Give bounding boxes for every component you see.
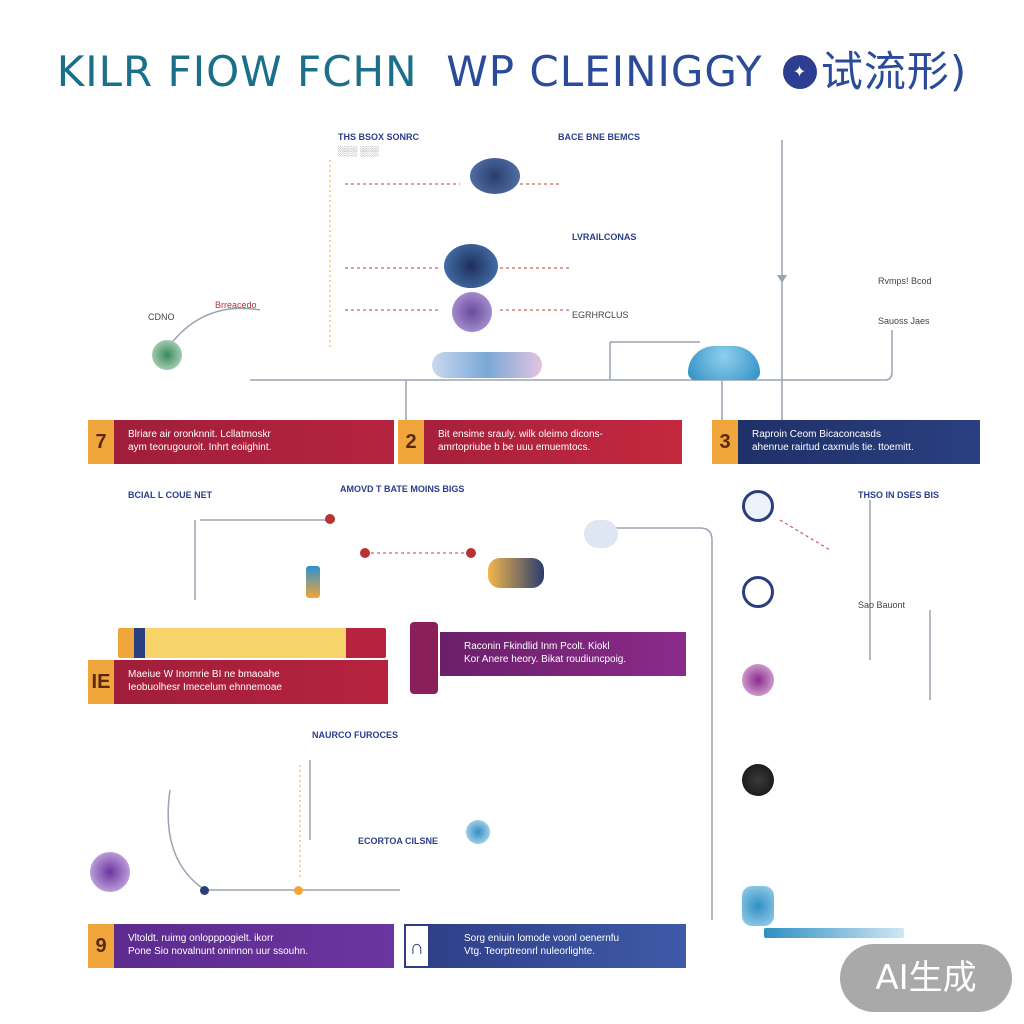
node-dot-5 — [294, 886, 303, 895]
step-1-line-1: Blriare air oronknnit. Lcllatmoskr — [128, 429, 271, 440]
step-band-4: IE Maeiue W Inomrie BI ne bmaoahe Ieobuo… — [88, 660, 388, 704]
ai-generated-watermark: AI生成 — [840, 944, 1012, 1012]
heater-strip-icon — [118, 628, 386, 658]
control-panel-icon — [410, 622, 438, 694]
label-top-a: THS BSOX SONRC — [338, 132, 420, 142]
outlet-pipe-icon — [764, 928, 904, 938]
equipment-icon-3 — [452, 292, 492, 332]
label-lower-b: ECORTOA CILSNE — [358, 836, 439, 846]
pump-icon-2 — [466, 820, 490, 844]
reactor-icon — [90, 852, 130, 892]
step-4-line-1: Maeiue W Inomrie BI ne bmaoahe — [128, 669, 280, 680]
step-6-line-2: Pone Sio novalnunt oninnon uur ssouhn. — [128, 946, 309, 957]
label-top-b: BACE BNE BEMCS — [558, 132, 641, 142]
node-dot-2 — [360, 548, 370, 558]
node-dot-4 — [200, 886, 209, 895]
title-part-2: WP CLEINIGGY — [446, 47, 763, 96]
seal-icon: ✦ — [782, 54, 817, 89]
sensor-probe-icon — [306, 566, 320, 598]
step-3-line-1: Raproin Ceom Bicaconcasds — [752, 429, 881, 440]
title-part-1: KILR FIOW FCHN — [56, 47, 418, 96]
step-4-line-2: Ieobuolhesr Imecelum ehnnemoae — [128, 682, 282, 693]
label-side-r3: Sao Bauont — [858, 600, 906, 610]
label-top-a-desc: ░░░ ░░░ — [338, 146, 379, 156]
step-7-line-2: Vtg. Teorptreonrl nuleorlighte. — [464, 946, 596, 957]
storage-tank-icon — [742, 886, 774, 926]
step-6-line-1: Vltoldt. ruimg onlopppogielt. ikorr — [128, 933, 274, 944]
inlet-nozzle-icon — [584, 520, 618, 548]
step-5-line-2: Kor Anere heory. Bikat roudiuncpoig. — [464, 654, 627, 665]
step-band-7: ∩ Sorg eniuin lomode voonl oenernfu Vtg.… — [404, 924, 686, 968]
page-title: KILR FIOW FCHN WP CLEINIGGY ✦试流形) — [0, 38, 1024, 99]
filter-bank-icon — [432, 352, 542, 378]
step-band-3: 3 Raproin Ceom Bicaconcasds ahenrue rair… — [712, 420, 980, 464]
dosing-unit-icon — [488, 558, 544, 588]
step-band-5: Raconin Fkindlid Inm Pcolt. Kiokl Kor An… — [440, 632, 686, 676]
step-number-4: IE — [88, 660, 114, 704]
label-left-b: AMOVD T BATE MOINS BIGS — [340, 484, 465, 494]
step-number-3: 3 — [712, 420, 738, 464]
label-small-2: Brreacedo — [215, 300, 257, 310]
step-number-2: 2 — [398, 420, 424, 464]
label-side-r2: Sauoss Jaes — [878, 316, 930, 326]
valve-icon-2 — [742, 664, 774, 696]
equipment-icon-2 — [444, 244, 498, 288]
step-band-2: 2 Bit ensime srauly. wilk oleimo dicons-… — [398, 420, 682, 464]
step-number-7-icon: ∩ — [404, 924, 430, 968]
step-5-line-1: Raconin Fkindlid Inm Pcolt. Kiokl — [464, 641, 610, 652]
step-1-line-2: aym teorugouroit. Inhrt eoiighint. — [128, 442, 272, 453]
step-band-1: 7 Blriare air oronknnit. Lcllatmoskr aym… — [88, 420, 394, 464]
valve-icon-1 — [742, 490, 774, 522]
label-side-r1: Rvmps! Bcod — [878, 276, 932, 286]
tank-dome-icon — [688, 346, 760, 380]
step-2-line-2: amrtopriube b be uuu emuemtocs. — [438, 442, 591, 453]
label-mid-b: EGRHRCLUS — [572, 310, 629, 320]
step-band-6: 9 Vltoldt. ruimg onlopppogielt. ikorr Po… — [88, 924, 394, 968]
node-dot-3 — [466, 548, 476, 558]
step-number-1: 7 — [88, 420, 114, 464]
node-dot-1 — [325, 514, 335, 524]
gauge-icon — [742, 576, 774, 608]
title-suffix: 试流形) — [820, 47, 968, 96]
equipment-icon-1 — [470, 158, 520, 194]
label-small-1: CDNO — [148, 312, 175, 322]
pump-icon — [152, 340, 182, 370]
label-lower-a: NAURCO FUROCES — [312, 730, 399, 740]
label-right-a: THSO IN DSES BIS — [858, 490, 940, 500]
step-number-6: 9 — [88, 924, 114, 968]
step-7-line-1: Sorg eniuin lomode voonl oenernfu — [464, 933, 620, 944]
label-mid-a: LVRAILCONAS — [572, 232, 637, 242]
label-left-a: BCIAL L COUE NET — [128, 490, 213, 500]
step-3-line-2: ahenrue rairtud caxmuls tie. ttoemitt. — [752, 442, 914, 453]
motor-icon — [742, 764, 774, 796]
step-2-line-1: Bit ensime srauly. wilk oleimo dicons- — [438, 429, 603, 440]
